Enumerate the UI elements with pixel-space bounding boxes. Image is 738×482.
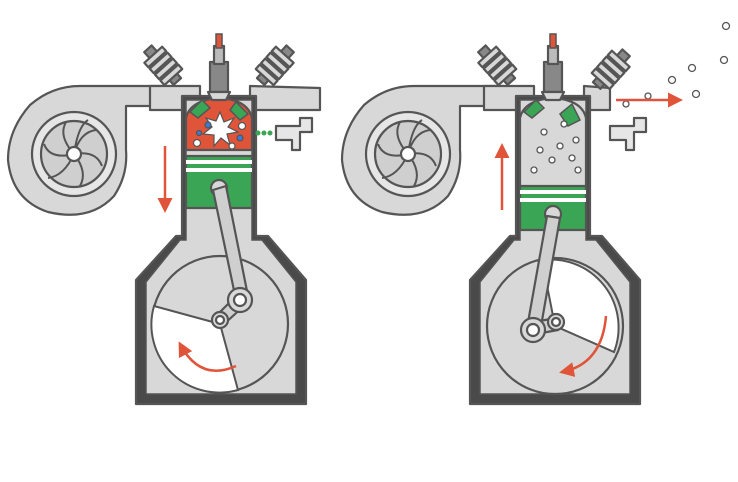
exhaust-manifold xyxy=(248,84,322,112)
rotation-arrow-icon xyxy=(178,341,237,372)
turbocharger-icon xyxy=(340,84,506,216)
fuel-injector-icon xyxy=(255,116,314,152)
exhaust-valve xyxy=(229,100,250,121)
fuel-injector-icon xyxy=(608,116,648,152)
rotation-arrow-icon xyxy=(559,315,608,377)
spark-plug-icon xyxy=(206,33,232,102)
exhaust-stroke-panel xyxy=(340,21,731,406)
valve-spring-icon xyxy=(143,44,295,87)
exhaust-particles xyxy=(530,21,731,174)
valve-spring-icon xyxy=(477,44,631,91)
intake-valve xyxy=(522,98,546,119)
spark-plug-icon xyxy=(540,33,566,102)
crankshaft-icon xyxy=(150,184,290,394)
turbocharger-icon xyxy=(6,84,172,216)
crankshaft-icon xyxy=(485,214,625,396)
power-stroke-panel xyxy=(6,33,322,406)
intake-valve xyxy=(188,98,212,119)
combustion-particles xyxy=(192,121,247,150)
spark-icon xyxy=(201,110,240,148)
